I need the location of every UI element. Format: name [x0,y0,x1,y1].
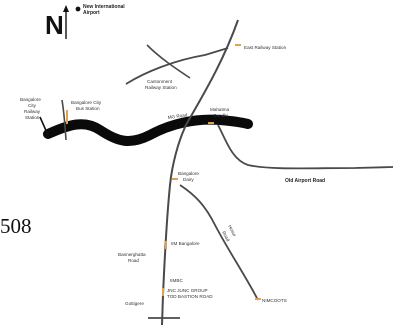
city-road [61,99,67,141]
label-jp-nagar-1: JNC JUNC GROUP [167,288,208,293]
label-east-railway: East Railway Station [244,45,287,50]
north-letter: N [45,10,64,40]
marker-east-railway [235,44,241,46]
label-koramangala: NIMCOOTS [262,298,287,303]
label-bannerghatta-1: Bannerghatta [118,252,146,257]
marker-koramangala [255,298,261,300]
label-dairy-2: Dairy [183,177,194,182]
label-mg-road: MG Road [167,112,188,120]
label-cantonment-1: Cantonment [147,79,173,84]
label-jp-nagar-2: TOD BASTION ROAD [167,294,213,299]
old-airport-road [217,124,394,170]
north-arrow: N [45,5,69,40]
label-mahatma-1: Mahatma [210,107,230,112]
label-blr-bus-1: Bangalore City [71,100,102,105]
label-mahatma-2: Gandhi [213,113,228,118]
label-hosur-road-2: Road [221,230,231,242]
marker-dairy [172,178,178,180]
label-blr-city-3: Railway [24,109,41,114]
label-cantonment-2: Railway Station [145,85,177,90]
label-iimbc: IIMBC [170,278,183,283]
label-dairy-1: Bangalore [178,171,199,176]
airport-label-line2: Airport [83,10,100,16]
stray-number: 508 [0,214,32,238]
label-bannerghatta-2: Road [128,258,139,263]
label-iim-bangalore: IIM Bangalore [171,241,200,246]
north-arrow-head [63,5,69,12]
label-gottigere: Gottigere [125,301,144,306]
river-tail [39,116,49,136]
label-old-airport-road: Old Airport Road [285,178,325,184]
marker-mahatma [208,122,214,124]
label-blr-city-1: Bangalore [20,97,41,102]
label-hosur-road-1: Hosur [227,224,237,238]
main-river [43,114,253,146]
cantonment-road [125,47,229,85]
label-blr-city-2: City [28,103,37,108]
airport-dot-icon [75,6,81,12]
label-blr-bus-2: Bus Station [76,106,100,111]
hosur-road [179,184,259,301]
marker-iim [165,241,167,249]
marker-jp-nagar [162,288,164,296]
airport-label-line1: New International [83,4,125,10]
label-blr-city-4: Station [25,115,40,120]
cantonment-spur [146,44,191,79]
marker-city-bus [66,110,68,124]
